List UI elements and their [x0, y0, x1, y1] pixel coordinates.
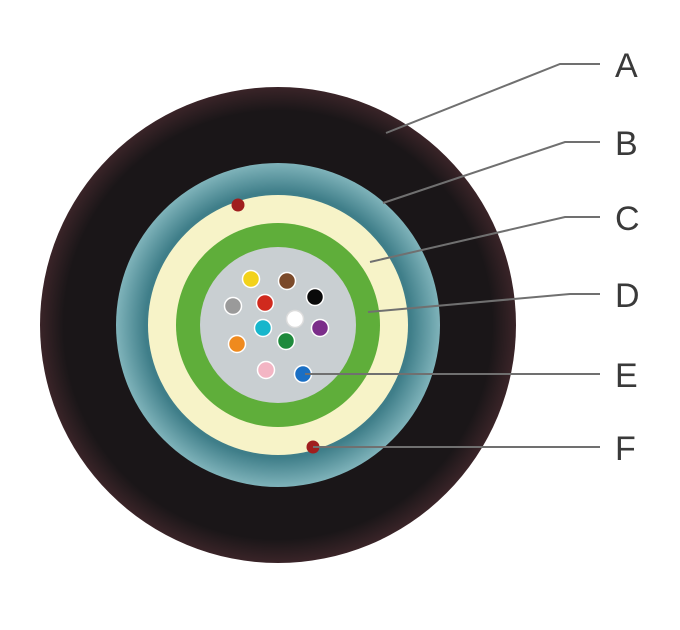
- fiber-violet: [310, 318, 330, 338]
- leader-line-b: [382, 141, 600, 204]
- callout-label-c: C: [615, 200, 640, 238]
- fiber-brown: [277, 271, 297, 291]
- callout-label-e: E: [615, 357, 638, 395]
- fiber-orange: [227, 334, 247, 354]
- fiber-bundle: [223, 269, 330, 384]
- tube-core: [200, 247, 356, 403]
- fiber-black: [305, 287, 325, 307]
- leader-line-a: [385, 63, 600, 134]
- callout-label-d: D: [615, 277, 640, 315]
- fiber-white: [285, 309, 305, 329]
- callout-label-b: B: [615, 125, 638, 163]
- leader-line-d: [367, 293, 600, 313]
- callout-label-f: F: [615, 430, 636, 468]
- strength-rod-top: [231, 198, 245, 212]
- leader-line-c: [369, 216, 600, 263]
- fiber-yellow: [241, 269, 261, 289]
- fiber-green: [276, 331, 296, 351]
- fiber-pink: [256, 360, 276, 380]
- fiber-cyan: [253, 318, 273, 338]
- fiber-red: [255, 293, 275, 313]
- fiber-gray: [223, 296, 243, 316]
- callout-label-a: A: [615, 47, 638, 85]
